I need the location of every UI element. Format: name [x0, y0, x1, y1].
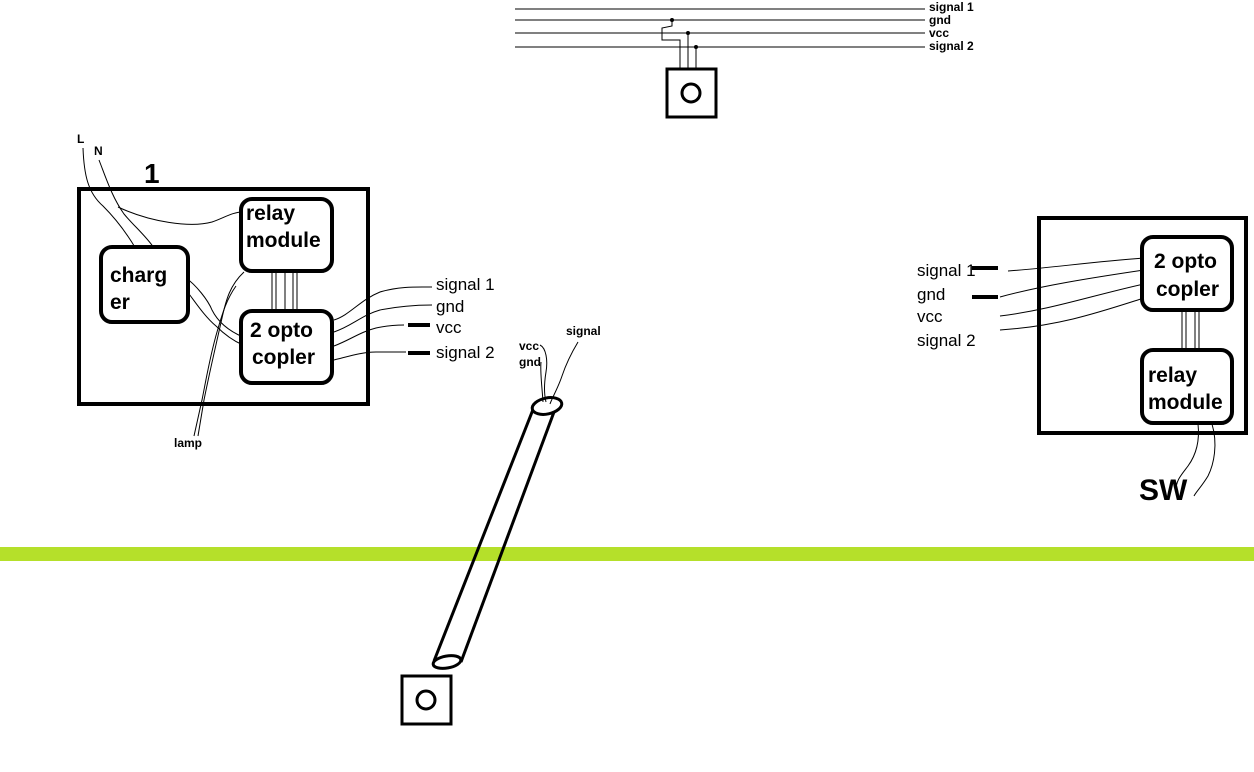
out-wire-signal-2 [333, 351, 406, 361]
in-label-signal-1: signal 1 [917, 261, 976, 280]
top-fixture-box [665, 67, 718, 119]
top-fixture-icon [680, 82, 702, 104]
pole: vcc gnd signal [400, 324, 601, 726]
right-relay-label-2: module [1148, 391, 1223, 414]
pole-wire-signal [549, 341, 579, 405]
charger-box [99, 245, 190, 324]
wire-charger-opto-1 [185, 277, 244, 338]
sw-wire-1 [1175, 423, 1199, 491]
pole-label-signal: signal [566, 324, 601, 338]
bottom-fixture-box [400, 674, 453, 726]
in-wire-signal-1 [1007, 257, 1145, 272]
right-opto-label-1: 2 opto [1154, 250, 1217, 273]
charger-label-2: er [110, 291, 130, 314]
wire-l [82, 147, 137, 250]
left-unit: L N 1 lamp charg er relay module 2 opto … [77, 132, 495, 450]
wire-charger-opto-2 [185, 289, 244, 346]
right-relay-label-1: relay [1148, 364, 1197, 387]
pole-bottom-cap [431, 654, 463, 670]
relay-module-box [239, 197, 334, 273]
sw-label: SW [1139, 474, 1188, 507]
out-wire-vcc [333, 324, 405, 347]
opto-coupler-box [239, 309, 334, 385]
right-opto-label-2: copler [1156, 278, 1219, 301]
mains-l-label: L [77, 132, 84, 146]
unit-number-label: 1 [144, 158, 160, 189]
right-relay-module-box [1140, 348, 1234, 425]
wire-lamp-1 [197, 271, 245, 437]
bus-label-signal-1: signal 1 [929, 0, 974, 14]
in-label-signal-2: signal 2 [917, 331, 976, 350]
wire-n-to-relay [117, 206, 244, 225]
out-label-signal-1: signal 1 [436, 275, 495, 294]
pole-label-vcc: vcc [519, 339, 539, 353]
wire-lamp-2 [193, 285, 237, 437]
pole-top-cap [530, 396, 564, 416]
lamp-label: lamp [174, 436, 202, 450]
pole-wire-gnd [540, 361, 544, 403]
relay-label-1: relay [246, 202, 295, 225]
bus-label-signal-2: signal 2 [929, 39, 974, 53]
out-wire-gnd [333, 304, 433, 333]
wire-n [98, 159, 155, 249]
out-label-vcc: vcc [436, 318, 462, 337]
pole-wire-vcc [539, 344, 548, 403]
mains-n-label: N [94, 144, 103, 158]
right-unit: signal 1 gnd vcc signal 2 2 opto copler … [917, 216, 1248, 507]
in-label-gnd: gnd [917, 285, 945, 304]
pole-label-gnd: gnd [519, 355, 541, 369]
bottom-fixture-icon [415, 689, 437, 711]
in-wire-signal-2 [999, 297, 1145, 331]
opto-label-2: copler [252, 346, 315, 369]
right-opto-coupler-box [1140, 235, 1234, 312]
out-wire-signal-1 [333, 286, 433, 321]
in-wire-gnd [999, 269, 1145, 298]
in-wire-vcc [999, 283, 1145, 317]
bus-label-vcc: vcc [929, 26, 949, 40]
in-label-vcc: vcc [917, 307, 943, 326]
bus-label-gnd: gnd [929, 13, 951, 27]
top-bus: signal 1 gnd vcc signal 2 [515, 0, 974, 119]
out-label-signal-2: signal 2 [436, 343, 495, 362]
bus-drop-gnd [661, 20, 681, 68]
ground-line [0, 547, 1254, 561]
sw-wire-2 [1193, 423, 1216, 497]
relay-label-2: module [246, 229, 321, 252]
out-label-gnd: gnd [436, 297, 464, 316]
charger-label-1: charg [110, 264, 167, 287]
opto-label-1: 2 opto [250, 319, 313, 342]
